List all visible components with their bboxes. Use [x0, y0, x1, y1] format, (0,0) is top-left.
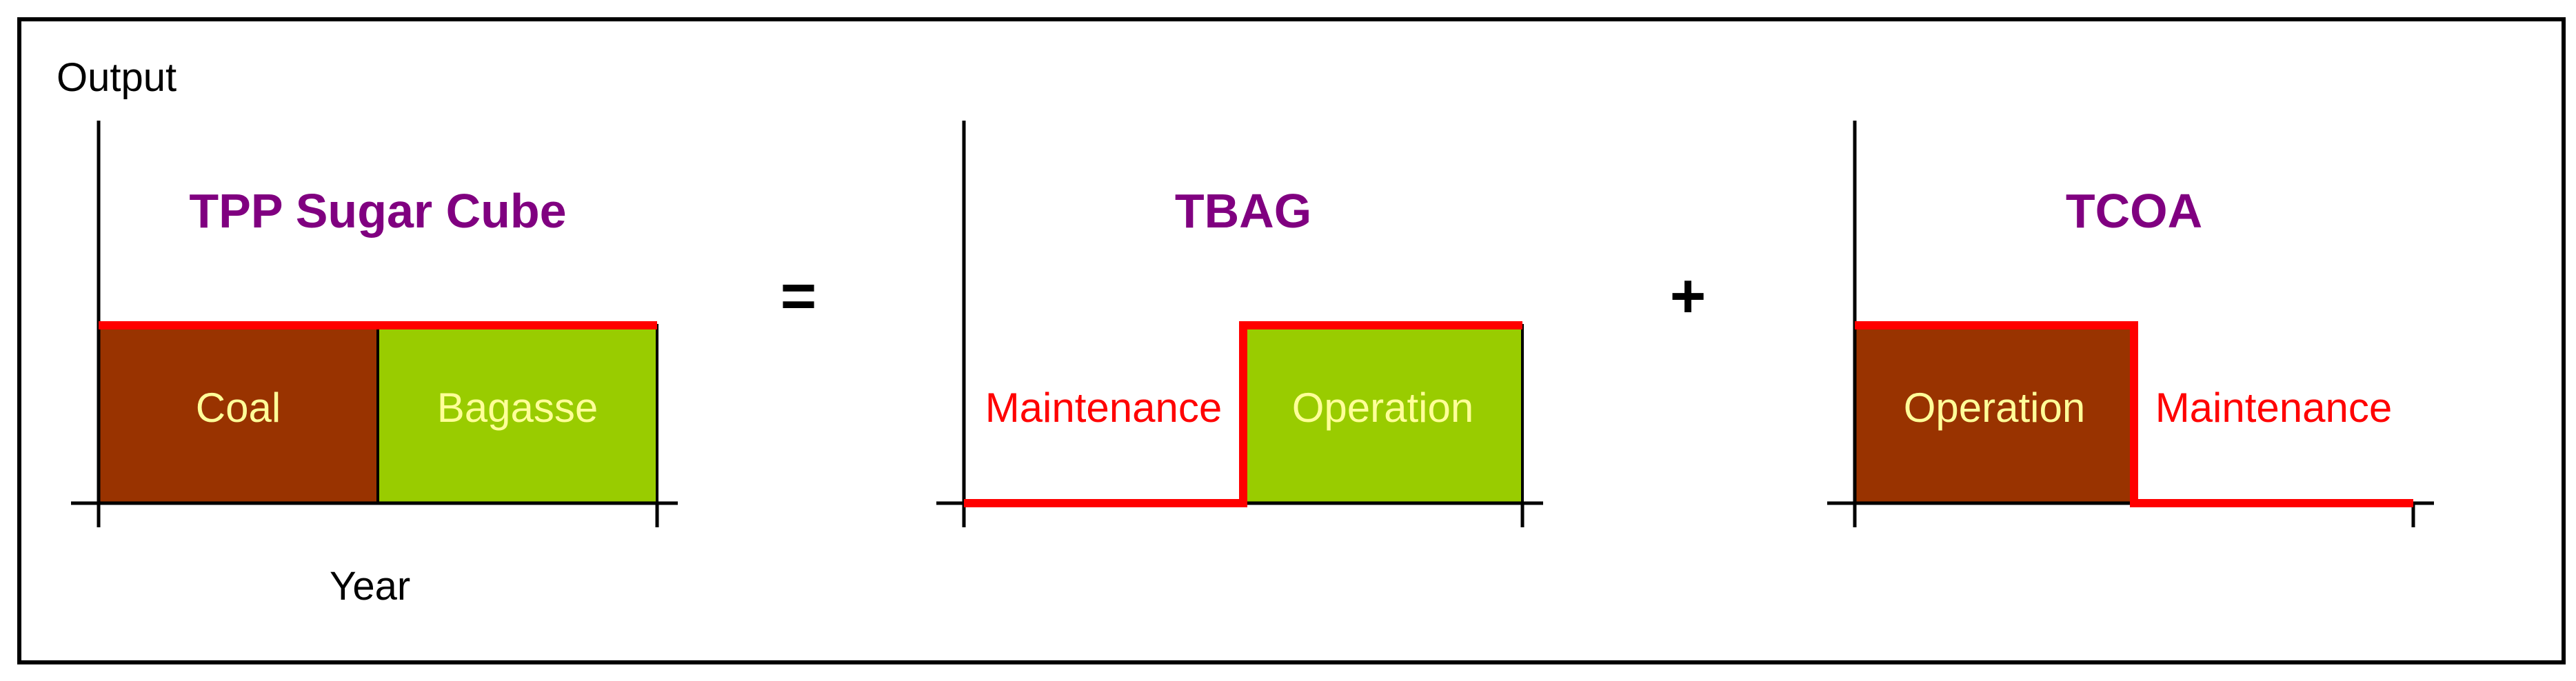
segment-label: Operation	[1292, 385, 1474, 431]
panel-tcoa: TCOA Operation Maintenance	[1827, 121, 2434, 527]
segment-fill-coal	[97, 324, 379, 505]
panel-title: TCOA	[2066, 184, 2202, 238]
panel-tbag: TBAG Maintenance Operation	[936, 121, 1543, 527]
x-axis-label: Year	[330, 564, 410, 609]
segment-label: Maintenance	[2155, 385, 2393, 431]
segment-label: Operation	[1904, 385, 2086, 431]
output-step-line	[964, 321, 1522, 507]
output-step-line	[1855, 321, 2413, 507]
panel-title: TBAG	[1175, 184, 1311, 238]
segment-label: Bagasse	[437, 385, 598, 431]
panel-title: TPP Sugar Cube	[189, 184, 566, 238]
equals-sign: =	[781, 262, 817, 331]
segment-label: Maintenance	[985, 385, 1222, 431]
y-axis-label: Output	[57, 55, 177, 100]
segment-label: Coal	[196, 385, 281, 431]
plus-sign: +	[1670, 262, 1707, 331]
